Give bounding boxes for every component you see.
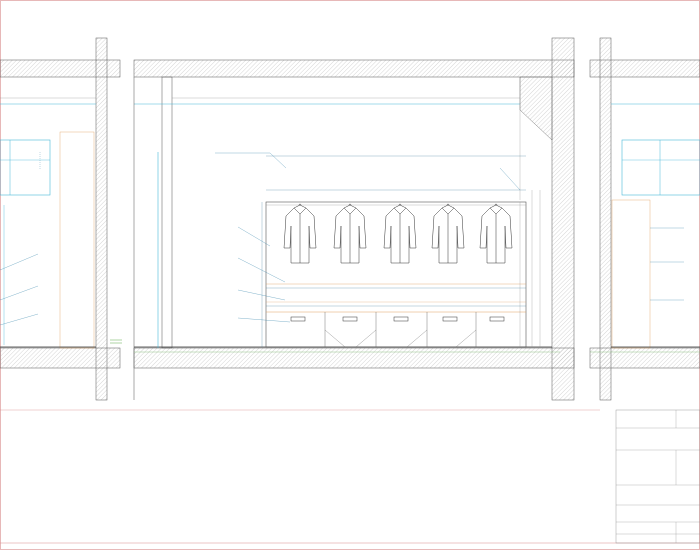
left-elevation xyxy=(0,37,122,401)
drawer-handle-icon xyxy=(342,316,358,322)
left-door-frame xyxy=(59,131,95,349)
right-floor-slab xyxy=(589,347,700,369)
center-left-pillar xyxy=(161,76,173,349)
left-floor-slab xyxy=(0,347,121,369)
center-beam-hatch xyxy=(519,76,553,141)
right-elevation xyxy=(589,37,700,401)
title-block-frame xyxy=(615,409,700,544)
leader-line xyxy=(237,289,286,301)
shirt-icon xyxy=(283,203,317,264)
leader-line xyxy=(237,317,291,323)
shirt-icon xyxy=(431,203,465,264)
right-ceiling-slab xyxy=(589,59,700,78)
leader-line xyxy=(237,226,271,247)
title-block xyxy=(615,409,700,544)
left-column xyxy=(95,37,108,401)
left-ceiling-slab xyxy=(0,59,121,78)
center-ceiling-slab xyxy=(133,59,575,78)
center-elevation xyxy=(133,37,575,401)
right-door-frame xyxy=(611,199,651,349)
leader-line xyxy=(269,152,287,169)
left-leader-1 xyxy=(0,253,39,271)
shirt-icon xyxy=(383,203,417,264)
drawer-handle-icon xyxy=(290,316,306,322)
drawer-handle-icon xyxy=(393,316,409,322)
center-floor-slab xyxy=(133,347,575,369)
right-column xyxy=(599,37,612,401)
drawer-diagonal xyxy=(324,329,477,348)
hanging-garments xyxy=(283,203,513,264)
left-window xyxy=(0,139,51,196)
leader-line xyxy=(499,167,521,191)
left-leader-3 xyxy=(0,313,39,326)
drawer-handle-icon xyxy=(489,316,505,322)
left-leader-2 xyxy=(0,285,39,301)
center-right-column xyxy=(551,37,575,401)
shirt-icon xyxy=(479,203,513,264)
drawer-handle-icon xyxy=(442,316,458,322)
wardrobe-cabinet xyxy=(265,201,527,348)
right-window xyxy=(621,139,700,196)
shirt-icon xyxy=(333,203,367,264)
leader-line xyxy=(237,257,286,283)
